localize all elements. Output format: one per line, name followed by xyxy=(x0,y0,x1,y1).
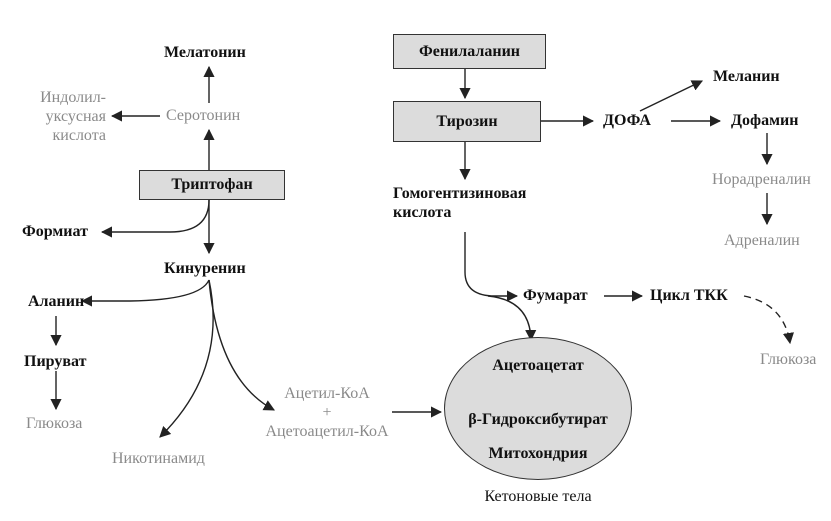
kynurenine-label: Кинуренин xyxy=(164,260,246,277)
arrow-kynurenine-acetylcoa xyxy=(208,279,275,411)
melanin-label: Меланин xyxy=(713,68,780,85)
arrow-tca-glucose xyxy=(743,295,794,345)
melatonin-label: Мелатонин xyxy=(164,44,246,61)
alanine-label: Аланин xyxy=(28,293,85,310)
tryptophan-label: Триптофан xyxy=(171,176,253,193)
pyruvate-label: Пируват xyxy=(24,353,87,370)
noradrenaline-label: Норадреналин xyxy=(712,171,811,188)
nicotinamide-label: Никотинамид xyxy=(112,450,205,467)
dopamine-label: Дофамин xyxy=(731,112,799,129)
arrow-homogentisic-ketone xyxy=(487,295,537,342)
indolyl-label-line1: Индолил- xyxy=(40,89,106,106)
mitochondria-label: Митохондрия xyxy=(488,445,588,462)
phenylalanine-box: Фенилаланин xyxy=(393,34,546,69)
arrow-kynurenine-nicotinamide xyxy=(159,279,214,438)
plus-sign: + xyxy=(322,404,332,421)
homogentisic-label-line1: Гомогентизиновая xyxy=(393,185,527,202)
dopa-label: ДОФА xyxy=(603,112,651,129)
adrenaline-label: Адреналин xyxy=(724,232,800,249)
hydroxybutyrate-label: β-Гидроксибутират xyxy=(468,411,608,428)
arrow-homogentisic-fumarate xyxy=(464,232,519,302)
fumarate-label: Фумарат xyxy=(523,287,588,304)
glucose-left-label: Глюкоза xyxy=(26,415,83,432)
acetoacetyl-coa-label: Ацетоацетил-КоА xyxy=(265,423,389,440)
mitochondria-ellipse xyxy=(444,337,632,480)
tryptophan-box: Триптофан xyxy=(139,170,285,200)
acetyl-coa-label: Ацетил-КоА xyxy=(284,385,370,402)
arrow-kynurenine-alanine xyxy=(80,279,210,307)
tyrosine-box: Тирозин xyxy=(393,101,541,142)
tyrosine-label: Тирозин xyxy=(436,112,498,130)
tca-cycle-label: Цикл ТКК xyxy=(650,287,728,304)
indolyl-label-line3: кислота xyxy=(52,127,107,144)
homogentisic-label-line2: кислота xyxy=(393,204,452,221)
serotonin-label: Серотонин xyxy=(166,107,241,124)
indolyl-label-line2: уксусная xyxy=(45,108,106,125)
formiat-label: Формиат xyxy=(22,223,88,240)
phenylalanine-label: Фенилаланин xyxy=(418,42,521,60)
arrow-tryptophan-formiat xyxy=(100,199,210,238)
ketone-bodies-caption: Кетоновые тела xyxy=(484,488,592,505)
acetoacetate-label: Ацетоацетат xyxy=(492,357,584,374)
glucose-right-label: Глюкоза xyxy=(760,351,817,368)
arrow-dopa-melanin xyxy=(639,80,704,112)
